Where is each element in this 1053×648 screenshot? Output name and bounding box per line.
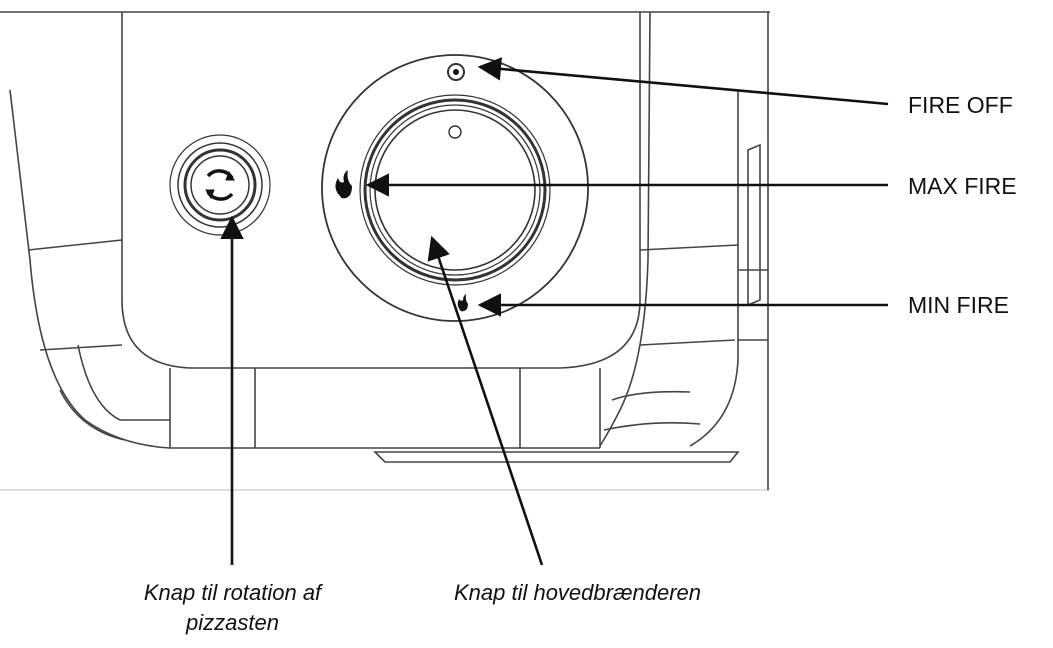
callout-arrows xyxy=(220,57,889,566)
off-icon xyxy=(447,63,465,81)
rotation-knob[interactable] xyxy=(169,134,271,236)
knob-indicator-dot xyxy=(448,125,462,139)
main-burner-knob[interactable] xyxy=(321,54,589,322)
min-flame-icon xyxy=(457,294,468,312)
caption-main-burner: Knap til hovedbrænderen xyxy=(453,580,702,605)
label-max-fire: MAX FIRE xyxy=(908,173,1017,199)
caption-rotation-line2: pizzasten xyxy=(186,610,279,635)
appliance-body xyxy=(0,11,770,491)
caption-rotation-line1: Knap til rotation af xyxy=(143,580,322,605)
max-flame-icon xyxy=(335,170,352,199)
arrow-fire-off xyxy=(477,57,889,106)
rotation-icon xyxy=(205,169,235,201)
label-min-fire: MIN FIRE xyxy=(908,292,1009,318)
arrow-main-burner xyxy=(427,235,544,566)
caption-rotation-knob: Knap til rotation af pizzasten xyxy=(60,578,405,638)
label-fire-off: FIRE OFF xyxy=(908,92,1013,118)
